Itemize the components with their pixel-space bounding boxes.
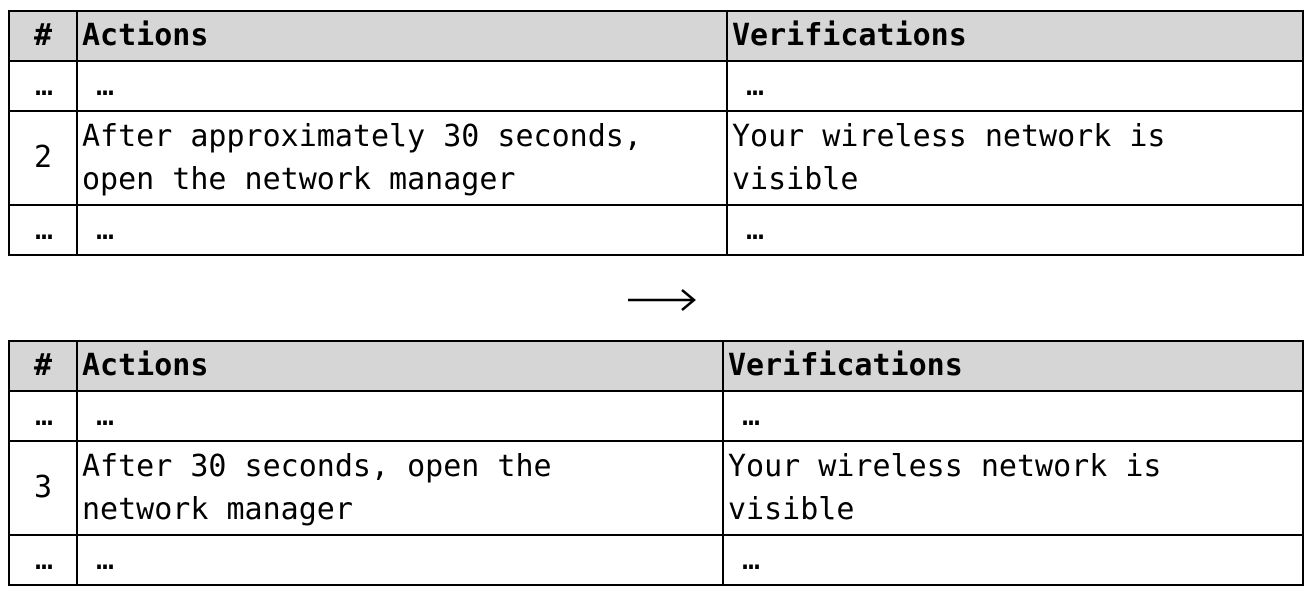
step-verification: … xyxy=(726,204,1304,256)
step-action: After approximately 30 seconds, open the… xyxy=(76,110,728,206)
test-steps-table-after: # Actions Verifications … … … 3 After 30… xyxy=(8,340,1304,586)
column-header-number: # xyxy=(8,340,78,392)
step-number: … xyxy=(8,204,78,256)
right-arrow-icon xyxy=(628,289,696,311)
test-steps-table-before: # Actions Verifications … … … 2 After ap… xyxy=(8,10,1304,256)
step-number: … xyxy=(8,390,78,442)
step-verification: … xyxy=(722,390,1304,442)
step-action: … xyxy=(76,534,724,586)
table-header-row: # Actions Verifications xyxy=(8,10,1304,62)
column-header-verifications: Verifications xyxy=(722,340,1304,392)
step-action: … xyxy=(76,390,724,442)
step-number: … xyxy=(8,534,78,586)
table-row: … … … xyxy=(8,534,1304,586)
step-number: … xyxy=(8,60,78,112)
step-number: 2 xyxy=(8,110,78,206)
step-action: … xyxy=(76,204,728,256)
table-header-row: # Actions Verifications xyxy=(8,340,1304,392)
step-verification: Your wireless network is visible xyxy=(722,440,1304,536)
table-row: … … … xyxy=(8,204,1304,256)
table-row: 2 After approximately 30 seconds, open t… xyxy=(8,110,1304,206)
column-header-number: # xyxy=(8,10,78,62)
step-action: … xyxy=(76,60,728,112)
table-row: … … … xyxy=(8,390,1304,442)
column-header-actions: Actions xyxy=(76,340,724,392)
step-verification: … xyxy=(722,534,1304,586)
column-header-actions: Actions xyxy=(76,10,728,62)
column-header-verifications: Verifications xyxy=(726,10,1304,62)
step-action: After 30 seconds, open the network manag… xyxy=(76,440,724,536)
step-verification: Your wireless network is visible xyxy=(726,110,1304,206)
step-number: 3 xyxy=(8,440,78,536)
table-row: 3 After 30 seconds, open the network man… xyxy=(8,440,1304,536)
table-row: … … … xyxy=(8,60,1304,112)
step-verification: … xyxy=(726,60,1304,112)
